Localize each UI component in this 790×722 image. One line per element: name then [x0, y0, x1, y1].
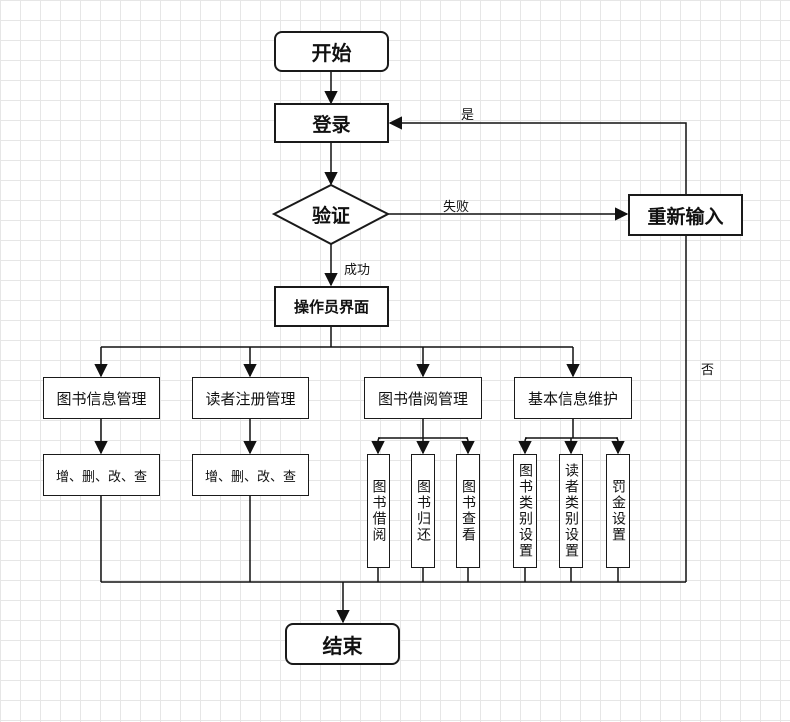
book-return-label: 图书归还 — [415, 479, 431, 543]
reader-reg-node: 读者注册管理 — [192, 377, 309, 419]
reader-type-label: 读者类别设置 — [563, 463, 579, 559]
edge-to-book-borrow — [371, 437, 385, 455]
reenter-node: 重新输入 — [628, 194, 743, 236]
reenter-label: 重新输入 — [647, 205, 724, 228]
crud-label-2: 增、删、改、查 — [204, 469, 296, 485]
crud-label-1: 增、删、改、查 — [55, 469, 147, 485]
edge-label-yes: 是 — [461, 108, 475, 123]
edge-to-book-view — [461, 437, 475, 455]
book-info-label: 图书信息管理 — [56, 389, 147, 408]
edge-label-success: 成功 — [344, 263, 371, 278]
edge-to-book-type — [518, 437, 532, 455]
verify-label: 验证 — [311, 205, 350, 227]
login-node: 登录 — [274, 103, 389, 143]
verify-diamond — [271, 183, 391, 246]
book-type-label: 图书类别设置 — [517, 463, 533, 559]
borrow-node: 图书借阅管理 — [364, 377, 482, 419]
fine-label: 罚金设置 — [610, 479, 626, 543]
edge-reenter-login — [388, 116, 687, 194]
end-node: 结束 — [285, 623, 400, 665]
reader-type-node: 读者类别设置 — [559, 454, 583, 568]
edge-to-fine — [611, 437, 625, 455]
operator-node: 操作员界面 — [274, 286, 389, 327]
login-label: 登录 — [312, 113, 351, 136]
operator-label: 操作员界面 — [293, 298, 369, 316]
book-info-node: 图书信息管理 — [43, 377, 160, 419]
book-borrow-node: 图书借阅 — [367, 454, 390, 568]
crud-node-2: 增、删、改、查 — [192, 454, 309, 496]
basic-info-node: 基本信息维护 — [514, 377, 632, 419]
book-borrow-label: 图书借阅 — [370, 479, 387, 543]
verify-node: 验证 — [274, 185, 388, 244]
start-label: 开始 — [311, 41, 352, 65]
basic-info-label: 基本信息维护 — [527, 389, 618, 408]
reader-reg-label: 读者注册管理 — [205, 389, 296, 408]
edge-label-no: 否 — [701, 363, 715, 378]
borrow-label: 图书借阅管理 — [377, 389, 468, 408]
crud-node-1: 增、删、改、查 — [43, 454, 160, 496]
edge-label-fail: 失败 — [443, 200, 470, 215]
start-node: 开始 — [274, 31, 389, 72]
book-view-label: 图书查看 — [460, 479, 476, 543]
book-type-node: 图书类别设置 — [513, 454, 537, 568]
end-label: 结束 — [322, 633, 363, 658]
book-view-node: 图书查看 — [456, 454, 480, 568]
fine-node: 罚金设置 — [606, 454, 630, 568]
book-return-node: 图书归还 — [411, 454, 435, 568]
